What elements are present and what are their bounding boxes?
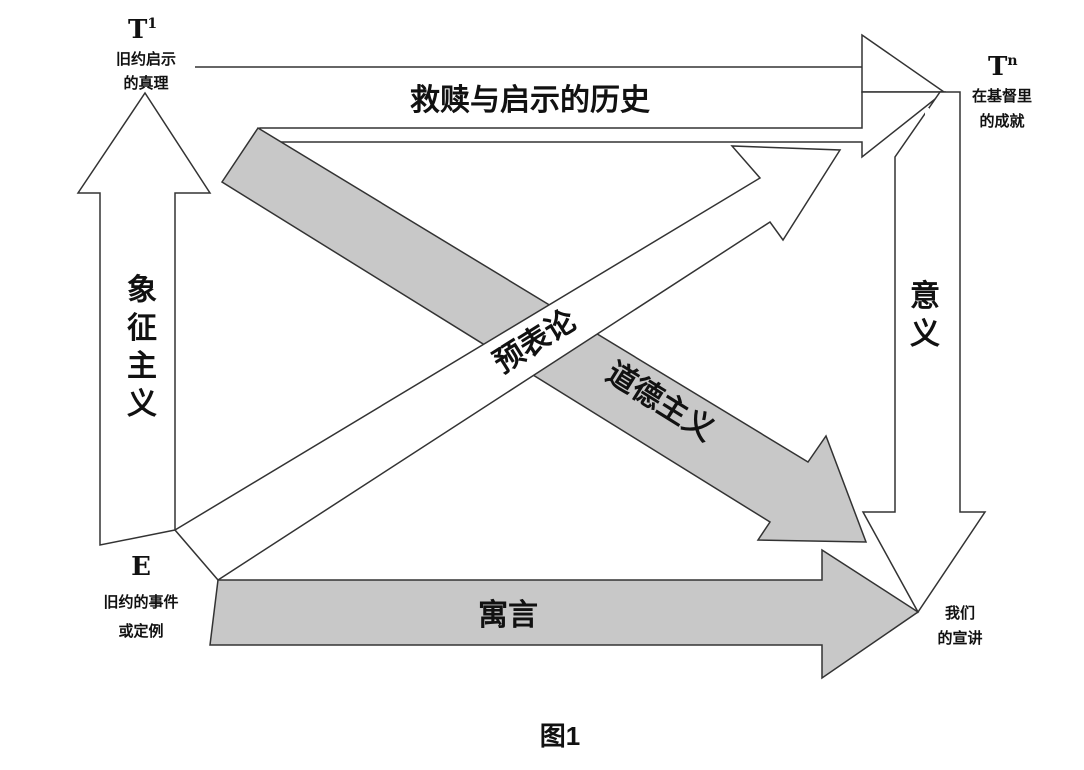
typology-arrow <box>173 145 842 581</box>
symbolism-char-3: 主 <box>127 349 157 384</box>
meaning-char-2: 义 <box>910 317 940 352</box>
t1-superscript: 1 <box>147 16 157 32</box>
tn-superscript: n <box>1007 53 1017 69</box>
symbolism-char-1: 象 <box>127 273 157 308</box>
symbolism-char-4: 义 <box>127 387 157 422</box>
symbolism-label: 象 征 主 义 <box>127 273 157 422</box>
e-symbol: E <box>131 552 151 582</box>
history-arrow <box>259 91 947 159</box>
meaning-label: 意 义 <box>910 279 940 352</box>
meaning-char-1: 意 <box>910 279 940 314</box>
tn-node: Tn 在基督里 的成就 <box>972 52 1032 130</box>
preaching-line2: 的宣讲 <box>937 629 982 647</box>
tn-line2: 的成就 <box>979 112 1024 130</box>
meaning-arrow <box>861 91 987 614</box>
t1-node: T1 旧约启示 的真理 <box>116 15 176 92</box>
tn-line1: 在基督里 <box>972 87 1032 105</box>
t1-line2: 的真理 <box>123 74 168 92</box>
symbolism-arrow <box>76 91 212 546</box>
e-node: E 旧约的事件 或定例 <box>103 552 178 640</box>
t1-line1: 旧约启示 <box>116 50 176 68</box>
e-line2: 或定例 <box>118 622 163 640</box>
top-history-arrow <box>195 33 947 93</box>
allegory-label: 寓言 <box>478 598 538 633</box>
e-line1: 旧约的事件 <box>103 593 178 611</box>
t1-symbol: T1 <box>128 15 157 45</box>
preaching-node: 我们 的宣讲 <box>937 604 982 647</box>
symbolism-char-2: 征 <box>127 311 157 346</box>
allegory-arrow <box>209 548 920 680</box>
tn-symbol: Tn <box>988 52 1018 82</box>
figure-caption: 图1 <box>540 721 580 751</box>
preaching-line1: 我们 <box>945 604 975 622</box>
history-label: 救赎与启示的历史 <box>410 83 650 118</box>
